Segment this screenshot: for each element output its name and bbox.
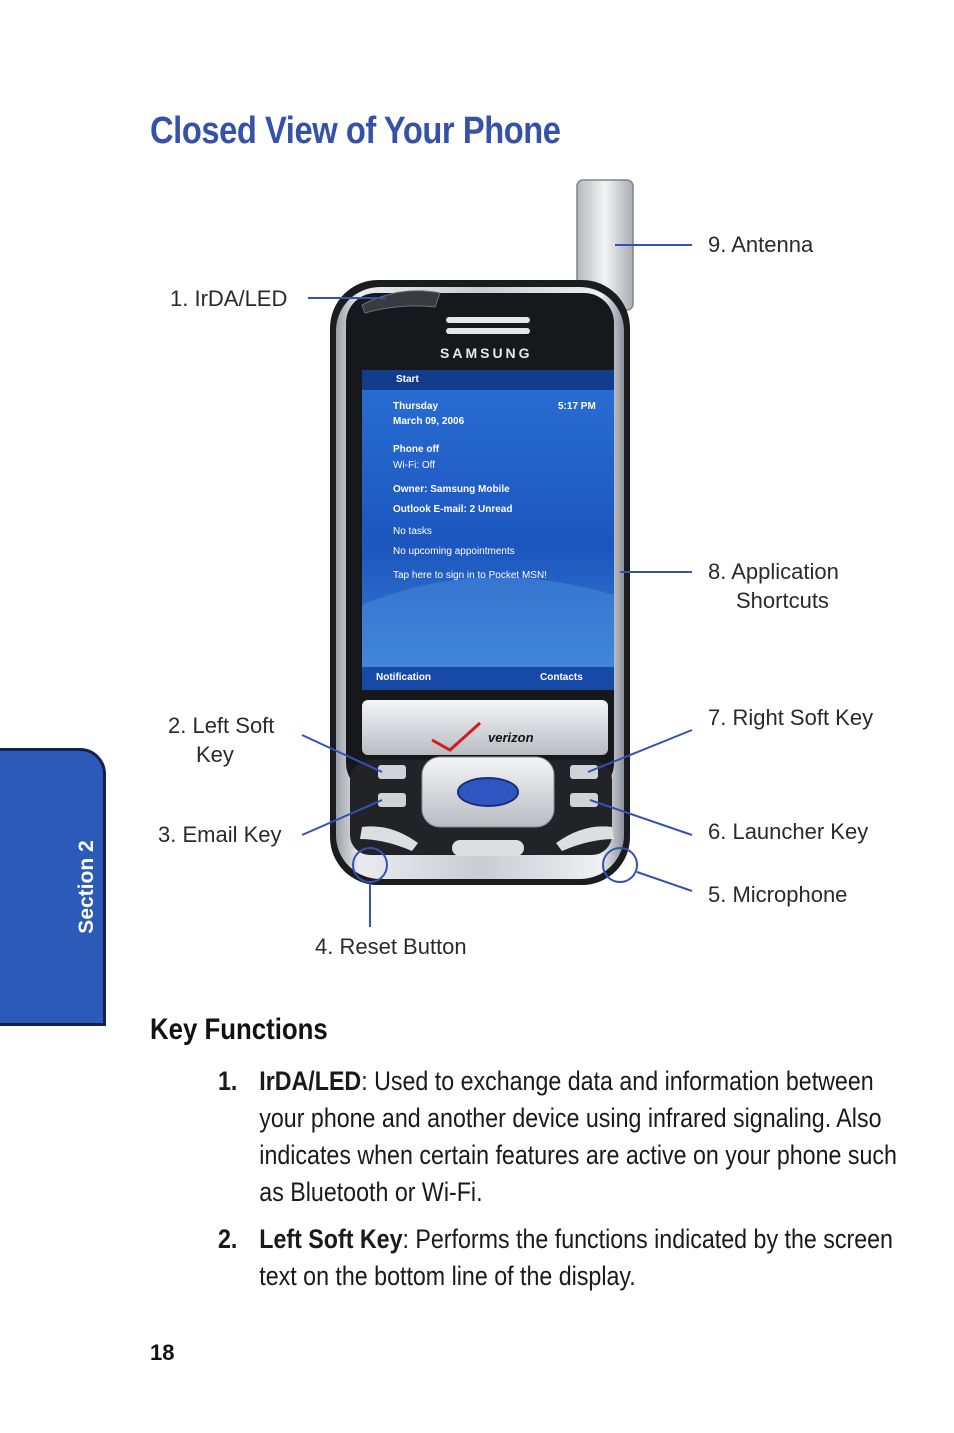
section-tab-label: Section 2 bbox=[75, 840, 98, 934]
screen-row-7: Tap here to sign in to Pocket MSN! bbox=[393, 570, 547, 581]
microphone-line bbox=[636, 871, 693, 892]
screen-soft-left: Notification bbox=[376, 672, 431, 683]
screen-time: 5:17 PM bbox=[558, 401, 596, 412]
item-text: : Performs the functions indicated by th… bbox=[259, 1224, 893, 1291]
callout-antenna: 9. Antenna bbox=[708, 232, 814, 257]
screen-row-2b: Wi-Fi: Off bbox=[393, 460, 436, 471]
send-key bbox=[360, 826, 418, 851]
phone-carrier: verizon bbox=[488, 730, 534, 745]
screen-row-2a: Phone off bbox=[393, 444, 440, 455]
item-term: IrDA/LED bbox=[259, 1066, 362, 1096]
item-number: 1. bbox=[218, 1066, 238, 1096]
left-soft-line bbox=[301, 734, 383, 773]
email-line bbox=[301, 799, 383, 836]
callout-app-shortcuts-1: 8. Application bbox=[708, 559, 839, 584]
screen-row-4: Outlook E-mail: 2 Unread bbox=[393, 504, 513, 515]
page-title: Closed View of Your Phone bbox=[150, 110, 561, 152]
end-key bbox=[556, 826, 614, 851]
phone-figure: SAMSUNG Start 5:17 PM Thursday March 09,… bbox=[150, 175, 895, 965]
screen-row-6: No upcoming appointments bbox=[393, 546, 515, 557]
callout-right-soft: 7. Right Soft Key bbox=[708, 705, 874, 730]
speaker-slot-2 bbox=[446, 328, 530, 334]
callout-left-soft-1: 2. Left Soft bbox=[168, 713, 275, 738]
callout-irda: 1. IrDA/LED bbox=[170, 286, 288, 311]
screen-row-1a: Thursday bbox=[393, 401, 439, 412]
screen-row-1b: March 09, 2006 bbox=[393, 416, 465, 427]
phone-illustration bbox=[301, 179, 693, 927]
callout-left-soft-2: Key bbox=[196, 742, 234, 767]
screen-start: Start bbox=[396, 374, 419, 385]
verizon-check bbox=[431, 721, 482, 752]
screen-top-bar bbox=[362, 370, 614, 390]
item-number: 2. bbox=[218, 1224, 238, 1254]
center-button bbox=[457, 777, 519, 807]
back-key bbox=[452, 840, 524, 856]
launcher-key bbox=[570, 793, 598, 807]
screen bbox=[362, 370, 614, 690]
key-function-item-1: 1. IrDA/LED: Used to exchange data and i… bbox=[218, 1063, 918, 1211]
screen-row-3: Owner: Samsung Mobile bbox=[393, 484, 510, 495]
speaker-slot-1 bbox=[446, 317, 530, 323]
screen-soft-right: Contacts bbox=[540, 672, 583, 683]
phone-brand: SAMSUNG bbox=[440, 345, 533, 361]
right-soft-key bbox=[570, 765, 598, 779]
callout-microphone: 5. Microphone bbox=[708, 882, 848, 907]
carrier-panel bbox=[362, 700, 608, 755]
screen-soft-bar bbox=[362, 667, 614, 690]
key-function-item-2: 2. Left Soft Key: Performs the functions… bbox=[218, 1221, 918, 1295]
section-tab bbox=[0, 748, 106, 1026]
screen-row-5: No tasks bbox=[393, 526, 432, 537]
microphone-circle bbox=[602, 847, 638, 883]
callout-launcher: 6. Launcher Key bbox=[708, 819, 869, 844]
callout-email: 3. Email Key bbox=[158, 822, 282, 847]
item-text: : Used to exchange data and information … bbox=[259, 1066, 897, 1207]
irda-window bbox=[361, 290, 441, 314]
right-soft-line bbox=[587, 729, 693, 773]
callout-reset: 4. Reset Button bbox=[315, 934, 467, 959]
launcher-line bbox=[589, 799, 693, 836]
callout-app-shortcuts-2: Shortcuts bbox=[736, 588, 829, 613]
screen-swoosh bbox=[362, 577, 614, 667]
page-number: 18 bbox=[150, 1340, 175, 1365]
left-soft-key bbox=[378, 765, 406, 779]
key-functions-heading: Key Functions bbox=[150, 1013, 328, 1046]
item-term: Left Soft Key bbox=[259, 1224, 403, 1254]
email-key bbox=[378, 793, 406, 807]
